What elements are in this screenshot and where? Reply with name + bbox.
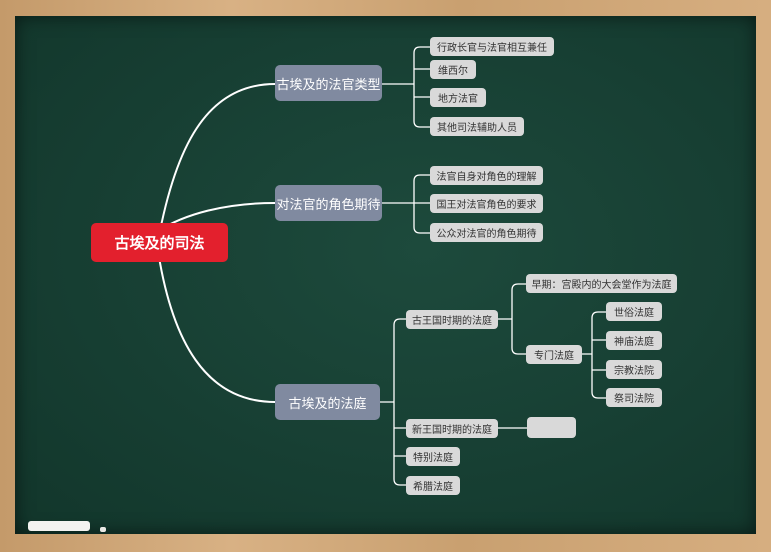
- connector-special-courts-children: [582, 311, 606, 399]
- leaf-temple-court[interactable]: 神庙法庭: [606, 331, 662, 350]
- connector-root-to-courts: [157, 250, 276, 403]
- chalk-stick: [28, 521, 90, 531]
- leaf-label: 地方法官: [438, 94, 478, 105]
- leaf-special-tribunal[interactable]: 特别法庭: [406, 447, 460, 466]
- leaf-label: 祭司法院: [614, 394, 654, 405]
- leaf-label: 特别法庭: [413, 453, 453, 464]
- branch-label: 对法官的角色期待: [276, 197, 381, 213]
- leaf-label: 神庙法庭: [614, 337, 654, 348]
- branch-courts[interactable]: 古埃及的法庭: [275, 384, 380, 420]
- leaf-old-kingdom-court[interactable]: 古王国时期的法庭: [406, 310, 498, 329]
- leaf-special-court[interactable]: 专门法庭: [526, 345, 582, 364]
- leaf-greek-court[interactable]: 希腊法庭: [406, 476, 460, 495]
- leaf-local-judge[interactable]: 地方法官: [430, 88, 486, 107]
- leaf-empty-node[interactable]: [527, 417, 576, 438]
- leaf-label: 其他司法辅助人员: [437, 123, 517, 134]
- root-label: 古埃及的司法: [114, 234, 205, 252]
- leaf-label: 专门法庭: [534, 351, 574, 362]
- leaf-vizier[interactable]: 维西尔: [430, 60, 476, 79]
- leaf-label: 维西尔: [438, 66, 468, 77]
- branch-role-expectation[interactable]: 对法官的角色期待: [275, 185, 382, 221]
- root-node[interactable]: 古埃及的司法: [91, 223, 228, 262]
- leaf-label: 公众对法官的角色期待: [436, 229, 537, 240]
- connector-old-kingdom-children: [498, 283, 526, 355]
- leaf-label: 新王国时期的法庭: [412, 425, 492, 436]
- connector-root-to-judge-types: [157, 83, 276, 242]
- leaf-public-expectation[interactable]: 公众对法官的角色期待: [430, 223, 543, 242]
- leaf-secular-court[interactable]: 世俗法庭: [606, 302, 662, 321]
- leaf-religious-court[interactable]: 宗教法院: [606, 360, 662, 379]
- chalk-piece: [100, 527, 106, 532]
- leaf-new-kingdom-court[interactable]: 新王国时期的法庭: [406, 419, 498, 438]
- leaf-judge-self-understanding[interactable]: 法官自身对角色的理解: [430, 166, 543, 185]
- branch-label: 古埃及的法官类型: [276, 77, 381, 93]
- leaf-other-judicial-staff[interactable]: 其他司法辅助人员: [430, 117, 524, 136]
- connector-courts-children: [380, 318, 406, 486]
- branch-label: 古埃及的法庭: [288, 396, 367, 412]
- leaf-king-requirement[interactable]: 国王对法官角色的要求: [430, 194, 543, 213]
- leaf-early-palace-hall[interactable]: 早期：宫殿内的大会堂作为法庭: [526, 274, 677, 293]
- connector-role-children: [382, 174, 430, 234]
- leaf-label: 希腊法庭: [413, 482, 453, 493]
- leaf-label: 早期：宫殿内的大会堂作为法庭: [531, 280, 672, 291]
- leaf-label: 国王对法官角色的要求: [436, 200, 537, 211]
- connector-judge-types-children: [382, 46, 430, 128]
- leaf-label: 法官自身对角色的理解: [436, 172, 537, 183]
- leaf-label: 古王国时期的法庭: [412, 316, 492, 327]
- leaf-label: 行政长官与法官相互兼任: [437, 43, 547, 54]
- leaf-admin-judge-concurrent[interactable]: 行政长官与法官相互兼任: [430, 37, 554, 56]
- leaf-label: 世俗法庭: [614, 308, 654, 319]
- leaf-label: 宗教法院: [614, 366, 654, 377]
- leaf-priest-court[interactable]: 祭司法院: [606, 388, 662, 407]
- branch-judge-types[interactable]: 古埃及的法官类型: [275, 65, 382, 101]
